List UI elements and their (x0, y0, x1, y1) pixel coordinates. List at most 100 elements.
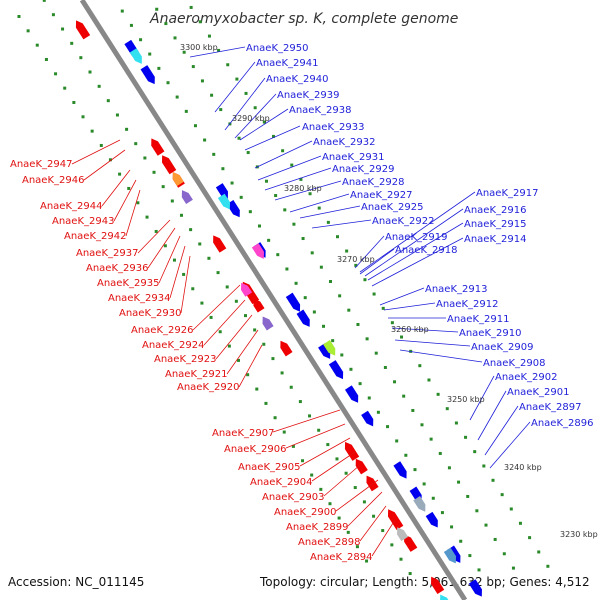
leader-line (224, 77, 266, 131)
track-dot (285, 267, 289, 271)
reverse-gene-labels: AnaeK_2947 AnaeK_2946 AnaeK_2944 AnaeK_2… (10, 159, 372, 563)
track-dot (209, 315, 213, 319)
gene-arrow (468, 579, 482, 597)
guide-tracks (17, 0, 550, 576)
track-dot (120, 9, 124, 13)
track-dot (200, 301, 204, 305)
track-dot (493, 537, 497, 541)
track-dot (292, 222, 296, 226)
gene-arrow (280, 340, 293, 357)
gene-arrow (425, 511, 438, 528)
gene-arrow (262, 316, 274, 331)
gene-label: AnaeK_2916 (464, 205, 526, 216)
track-dot (271, 134, 275, 138)
gene-arrow (361, 410, 374, 427)
leader-line (383, 302, 436, 311)
gene-arrow (129, 48, 142, 64)
track-dot (239, 195, 243, 199)
gene-label: AnaeK_2933 (302, 122, 364, 133)
kbp-scale: 3300 kbp 3290 kbp 3280 kbp 3270 kbp 3260… (180, 43, 598, 539)
track-dot (381, 306, 385, 310)
leader-line (158, 235, 181, 284)
track-dot (172, 258, 176, 262)
track-dot (427, 378, 431, 382)
leader-line (323, 464, 361, 497)
track-dot (358, 382, 362, 386)
track-dot (189, 228, 193, 232)
track-dot (166, 81, 170, 85)
track-dot (17, 15, 21, 19)
leader-line (347, 491, 383, 527)
gene-arrow (328, 360, 344, 380)
track-dot (338, 294, 342, 298)
track-dot (61, 27, 65, 31)
track-dot (346, 530, 350, 534)
track-dot (280, 371, 284, 375)
track-dot (54, 72, 58, 76)
track-dot (457, 480, 461, 484)
kbp-label: 3260 kbp (391, 325, 429, 334)
leader-line (354, 235, 385, 269)
track-dot (179, 213, 183, 217)
track-dot (367, 396, 371, 400)
leader-line (71, 139, 121, 165)
track-dot (326, 443, 330, 447)
gene-arrow (345, 385, 359, 403)
track-dot (299, 177, 303, 181)
track-dot (376, 410, 380, 414)
leader-line (359, 191, 476, 273)
track-dot (491, 478, 495, 482)
track-dot (237, 358, 241, 362)
kbp-label: 3300 kbp (180, 43, 218, 52)
gene-arrow (397, 527, 409, 542)
track-dot (182, 50, 186, 54)
track-dot (362, 500, 366, 504)
track-dot (500, 493, 504, 497)
track-dot (344, 471, 348, 475)
track-dot (482, 464, 486, 468)
track-dot (464, 435, 468, 439)
track-dot (386, 425, 390, 429)
track-dot (81, 115, 85, 119)
gene-arrow (366, 475, 379, 492)
leader-line (289, 193, 350, 213)
track-dot (431, 496, 435, 500)
track-dot (283, 208, 287, 212)
leader-line (238, 344, 263, 388)
track-dot (262, 120, 266, 124)
gene-label: AnaeK_2912 (436, 299, 498, 310)
track-dot (164, 22, 168, 26)
track-dot (134, 142, 138, 146)
gene-label: AnaeK_2943 (52, 216, 114, 227)
leader-line (101, 169, 131, 207)
gene-label: AnaeK_2901 (507, 387, 569, 398)
gene-label: AnaeK_2896 (531, 418, 593, 429)
track-dot (198, 242, 202, 246)
leader-line (274, 180, 342, 201)
leader-line (113, 179, 137, 222)
gene-arrow (323, 340, 336, 356)
track-dot (152, 170, 156, 174)
track-dot (337, 516, 341, 520)
track-dot (161, 185, 165, 189)
gene-label: AnaeK_2934 (108, 293, 170, 304)
leader-line (391, 327, 459, 333)
track-dot (475, 509, 479, 513)
track-dot (390, 543, 394, 547)
track-dot (226, 63, 230, 67)
track-dot (235, 77, 239, 81)
track-dot (317, 428, 321, 432)
gene-label: AnaeK_2919 (385, 232, 447, 243)
track-dot (189, 5, 193, 9)
gene-label: AnaeK_2923 (154, 354, 216, 365)
track-dot (244, 91, 248, 95)
gene-label: AnaeK_2918 (395, 245, 457, 256)
leader-line (379, 287, 425, 306)
gene-label: AnaeK_2906 (224, 444, 286, 455)
leader-line (254, 140, 313, 169)
track-dot (88, 70, 92, 74)
track-dot (212, 152, 216, 156)
track-dot (115, 113, 119, 117)
track-dot (301, 459, 305, 463)
track-dot (72, 100, 76, 104)
